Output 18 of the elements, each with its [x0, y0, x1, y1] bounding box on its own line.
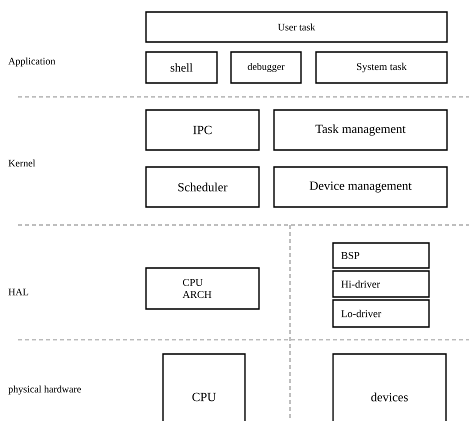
- layer-box: Device management: [273, 166, 448, 208]
- layer-box: Scheduler: [145, 166, 260, 208]
- layer-box: System task: [315, 51, 448, 84]
- layer-box: shell: [145, 51, 218, 84]
- layer-label: Kernel: [8, 159, 36, 167]
- layer-box: CPU ARCH: [145, 267, 260, 310]
- layer-box: User task: [145, 11, 448, 43]
- layer-label: physical hardware: [8, 385, 81, 395]
- layer-box: debugger: [230, 51, 302, 84]
- layer-box: BSP: [332, 242, 430, 269]
- layer-box: Hi-driver: [332, 270, 430, 298]
- layer-label: HAL: [8, 288, 28, 296]
- layer-box: Task management: [273, 109, 448, 151]
- layer-box: devices: [332, 353, 447, 421]
- layer-box: CPU: [162, 353, 246, 421]
- layer-label: Application: [8, 57, 56, 67]
- layer-box: Lo-driver: [332, 299, 430, 328]
- layer-box: IPC: [145, 109, 260, 151]
